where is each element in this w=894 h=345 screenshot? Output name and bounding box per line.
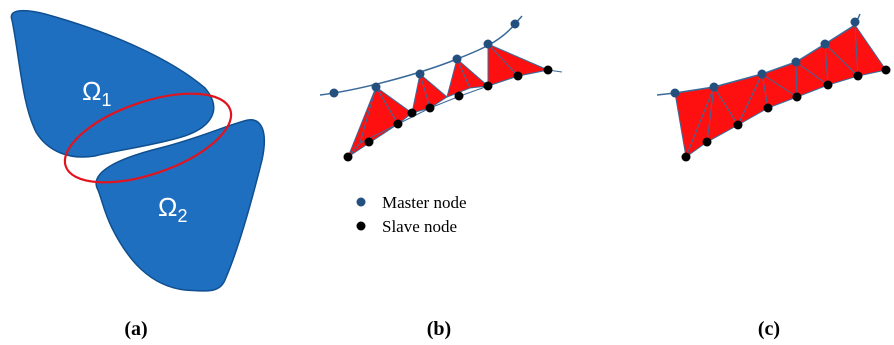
slave-node bbox=[543, 65, 553, 75]
master-node bbox=[452, 54, 462, 64]
panel-a-label: (a) bbox=[124, 318, 147, 340]
legend-master-label: Master node bbox=[382, 193, 467, 212]
master-node bbox=[670, 88, 680, 98]
master-node bbox=[371, 82, 381, 92]
domain-omega-1 bbox=[10, 9, 215, 158]
domain-omega-2 bbox=[95, 119, 266, 292]
slave-node bbox=[881, 65, 891, 75]
slave-node bbox=[393, 119, 403, 129]
master-node bbox=[850, 17, 860, 27]
element-b-2 bbox=[375, 86, 413, 125]
legend: Master node Slave node bbox=[356, 193, 467, 236]
omega-2-label: Ω2 bbox=[158, 192, 187, 226]
fused-elements-c bbox=[674, 24, 887, 158]
slave-node bbox=[513, 71, 523, 81]
panel-a: Ω1 Ω2 (a) bbox=[10, 9, 266, 340]
slave-node bbox=[702, 137, 712, 147]
master-node bbox=[483, 39, 493, 49]
panel-b-label: (b) bbox=[427, 318, 451, 340]
slave-nodes-c bbox=[681, 65, 891, 162]
slave-node bbox=[364, 137, 374, 147]
master-node bbox=[757, 69, 767, 79]
master-curve-c bbox=[656, 13, 861, 96]
mesh-lines-c bbox=[685, 24, 859, 158]
legend-slave-marker bbox=[356, 221, 366, 231]
slave-node bbox=[681, 152, 691, 162]
slave-node bbox=[823, 80, 833, 90]
master-node bbox=[820, 39, 830, 49]
legend-master-marker bbox=[356, 197, 366, 207]
slave-node bbox=[792, 92, 802, 102]
interface-ellipse bbox=[63, 92, 233, 184]
slave-node bbox=[343, 152, 353, 162]
mesh-lines-b bbox=[359, 43, 519, 144]
panel-c: (c) bbox=[656, 13, 891, 340]
slave-node bbox=[853, 71, 863, 81]
master-nodes-b bbox=[329, 19, 520, 98]
slave-nodes-b bbox=[343, 65, 553, 162]
master-node bbox=[510, 19, 520, 29]
master-node bbox=[709, 82, 719, 92]
omega-1-label: Ω1 bbox=[82, 76, 111, 110]
slave-node bbox=[454, 91, 464, 101]
slave-node bbox=[733, 120, 743, 130]
slave-node bbox=[763, 103, 773, 113]
element-b-4 bbox=[446, 58, 490, 98]
slave-node bbox=[425, 103, 435, 113]
panel-b: Master node Slave node (b) bbox=[319, 15, 563, 340]
panel-c-label: (c) bbox=[758, 318, 780, 340]
master-node bbox=[791, 57, 801, 67]
master-nodes-c bbox=[670, 17, 860, 98]
legend-slave-label: Slave node bbox=[382, 217, 457, 236]
master-node bbox=[329, 88, 339, 98]
slave-node bbox=[483, 81, 493, 91]
master-node bbox=[415, 69, 425, 79]
slave-node bbox=[407, 108, 417, 118]
